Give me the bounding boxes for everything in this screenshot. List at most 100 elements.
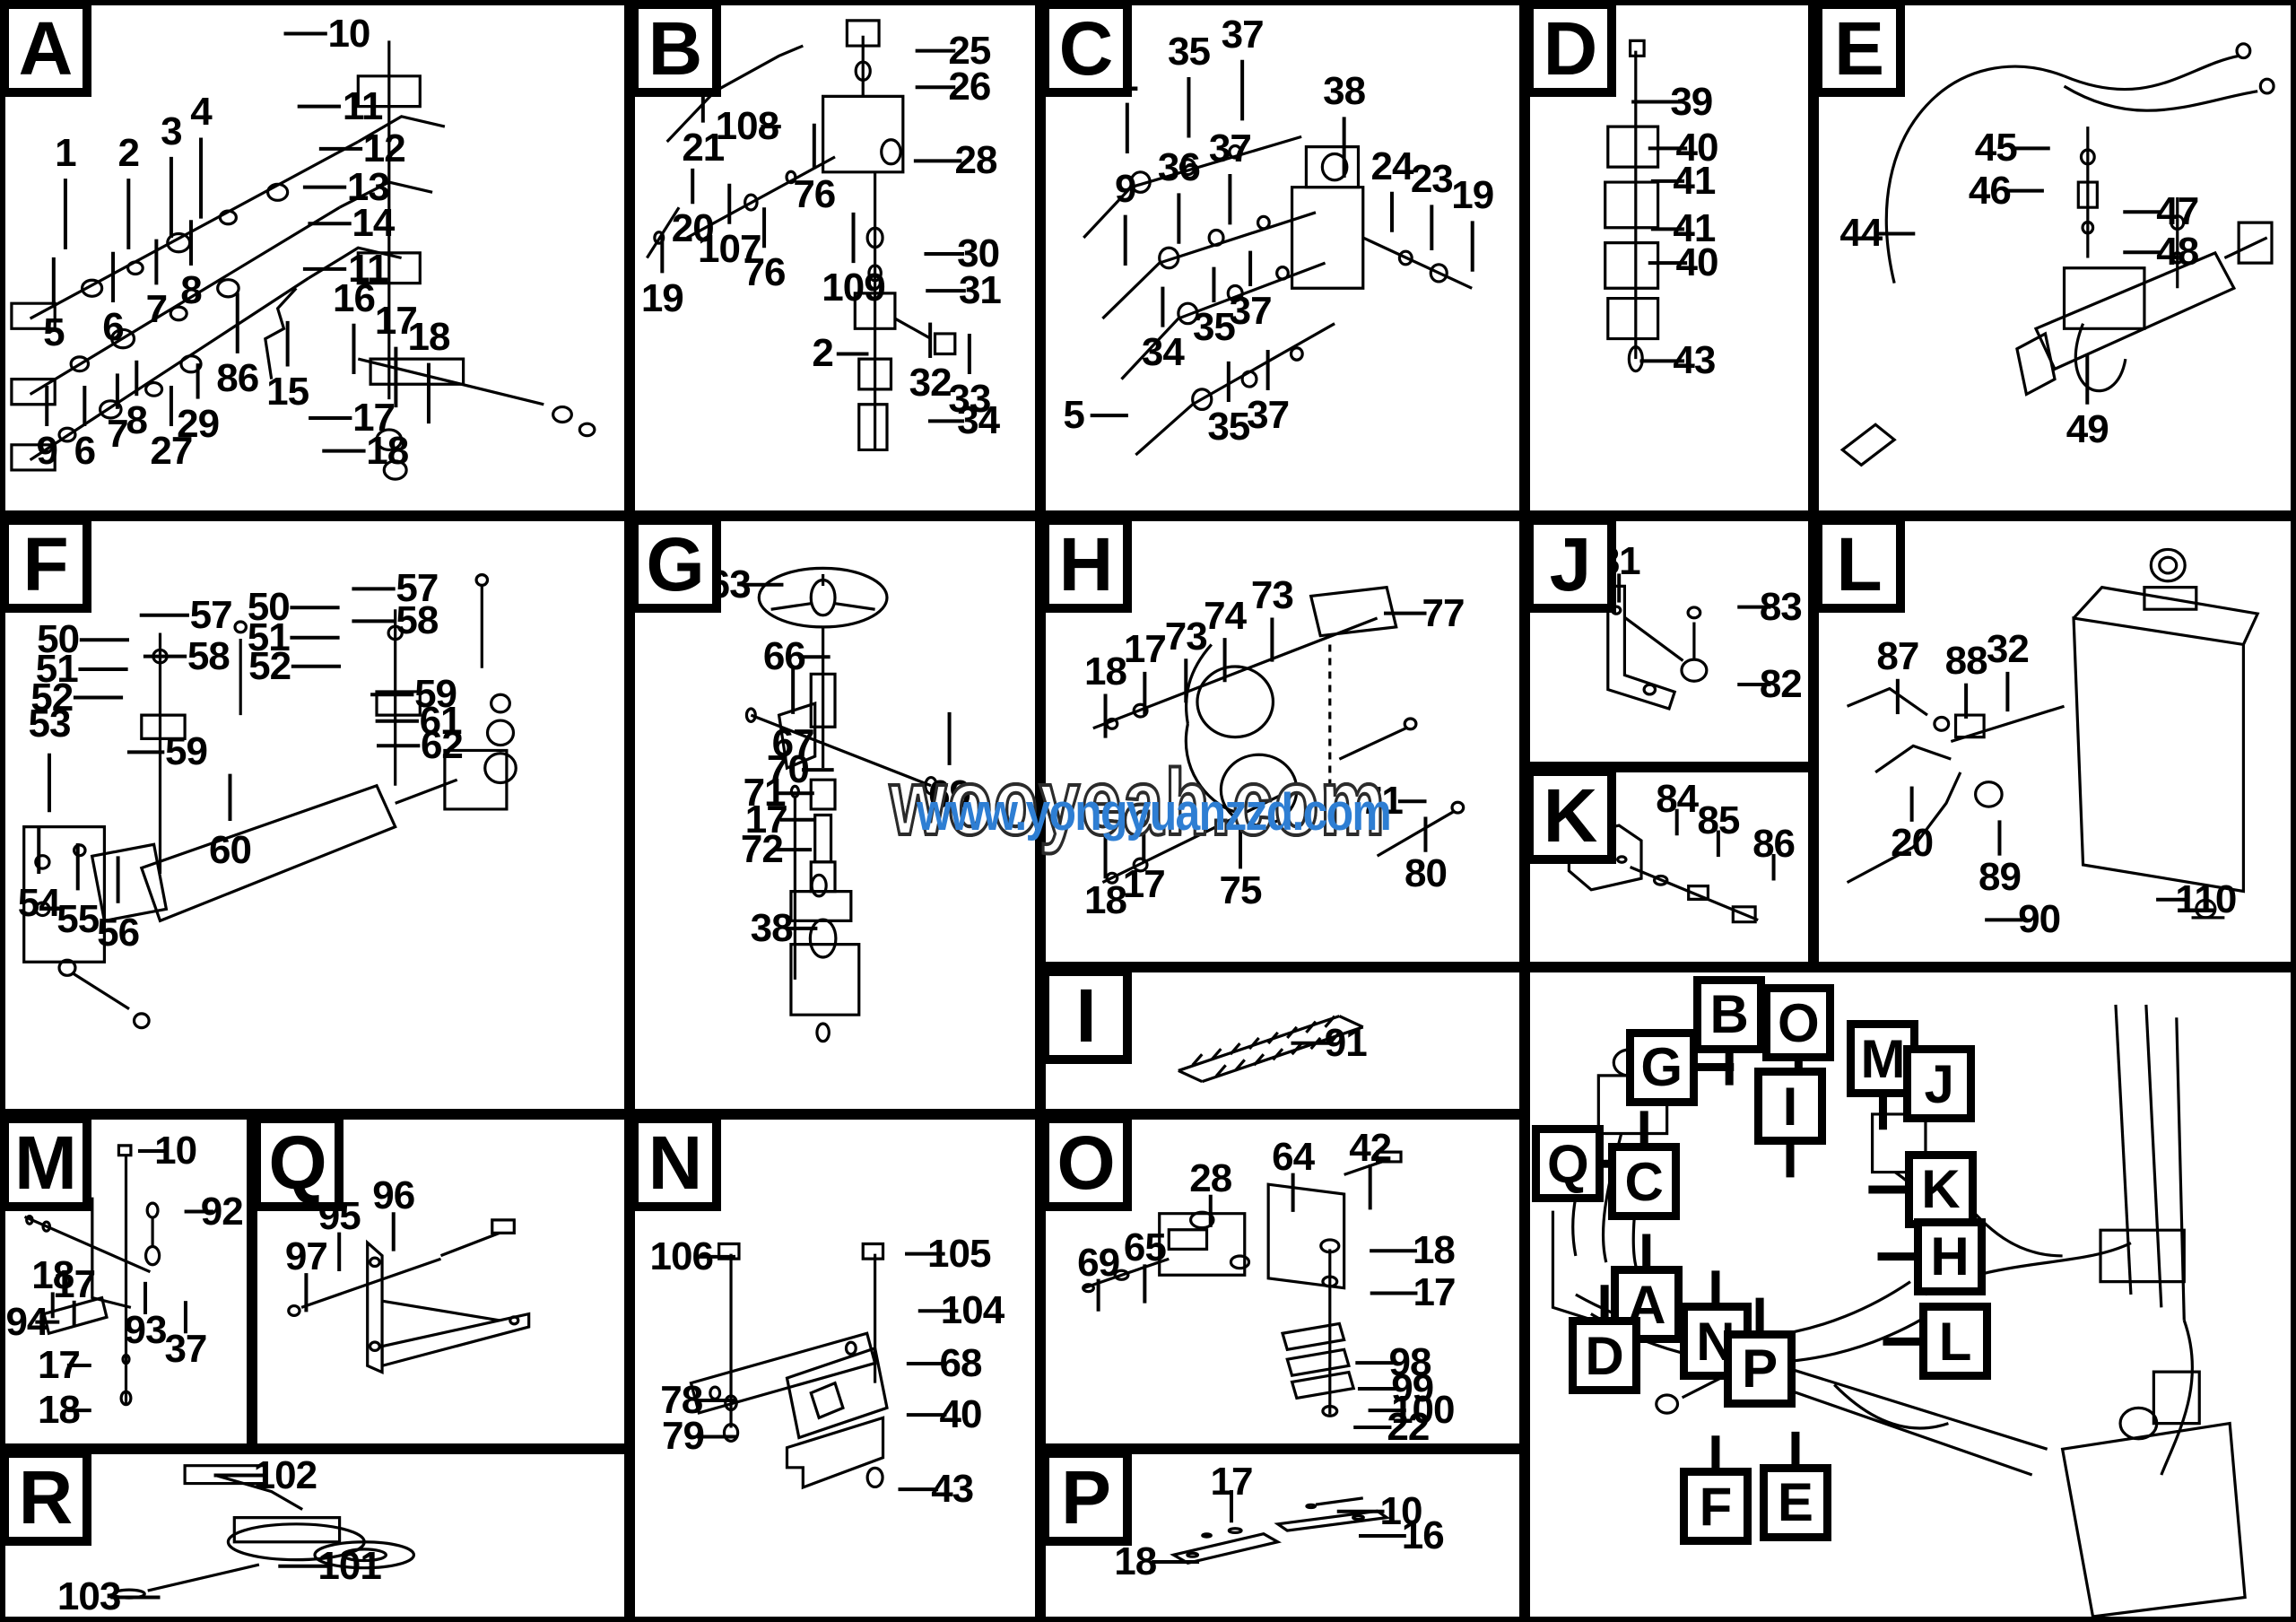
part-callout-22: 22	[1387, 1404, 1430, 1449]
part-callout-58: 58	[187, 633, 230, 678]
sketch-stroke	[1221, 754, 1296, 825]
part-callout-41: 41	[1673, 158, 1716, 203]
sketch-stroke	[234, 1518, 339, 1542]
sketch-stroke	[147, 1203, 158, 1217]
part-callout-106: 106	[649, 1234, 714, 1278]
sketch-stroke	[1102, 213, 1316, 318]
assembly-ref-I: I	[1754, 1068, 1827, 1146]
sketch-stroke	[1203, 1534, 1212, 1537]
sketch-stroke	[1624, 617, 1683, 660]
sketch-stroke	[1180, 160, 1195, 175]
sketch-stroke	[121, 1391, 131, 1404]
panel-N-sketch	[635, 1120, 1035, 1617]
sketch-stroke	[667, 46, 804, 142]
sketch-stroke	[1399, 251, 1412, 265]
panel-E-label: E	[1813, 0, 1905, 97]
part-callout-23: 23	[1410, 157, 1454, 202]
part-callout-24: 24	[1370, 144, 1413, 188]
sketch-stroke	[1292, 1043, 1302, 1054]
sketch-stroke	[724, 1425, 737, 1442]
panel-I-label: I	[1040, 967, 1132, 1064]
sketch-stroke	[817, 1024, 829, 1042]
sketch-stroke	[1212, 1049, 1222, 1060]
part-callout-108: 108	[715, 104, 779, 149]
sketch-stroke	[926, 778, 936, 794]
sketch-stroke	[1187, 644, 1212, 723]
part-callout-17: 17	[744, 797, 788, 842]
part-callout-18: 18	[31, 1253, 74, 1298]
part-callout-93: 93	[124, 1308, 168, 1352]
part-callout-8: 8	[126, 398, 149, 443]
sketch-stroke	[1258, 216, 1270, 229]
sketch-stroke	[746, 709, 755, 721]
sketch-stroke	[2153, 1372, 2199, 1423]
sketch-stroke	[185, 1466, 265, 1484]
part-callout-84: 84	[1656, 777, 1699, 822]
part-callout-35: 35	[1207, 405, 1250, 449]
sketch-stroke	[1169, 1230, 1206, 1250]
part-callout-28: 28	[954, 138, 998, 183]
part-callout-27: 27	[150, 429, 193, 474]
panel-J-sketch	[1530, 521, 1808, 762]
sketch-stroke	[1178, 1070, 1202, 1081]
sketch-stroke	[1452, 802, 1464, 813]
sketch-stroke	[1608, 586, 1674, 709]
part-callout-104: 104	[940, 1288, 1004, 1333]
part-callout-86: 86	[1752, 822, 1796, 867]
sketch-stroke	[1287, 1027, 1297, 1038]
sketch-stroke	[388, 626, 402, 639]
panel-L-label: L	[1813, 516, 1905, 613]
sketch-stroke	[488, 720, 514, 746]
sketch-stroke	[148, 1565, 259, 1591]
part-callout-54: 54	[17, 880, 61, 925]
sketch-stroke	[1268, 1184, 1344, 1288]
sketch-stroke	[235, 622, 246, 632]
assembly-ref-L: L	[1919, 1303, 1992, 1381]
sketch-stroke	[1102, 794, 1283, 882]
sketch-stroke	[1292, 187, 1363, 289]
sketch-stroke	[268, 184, 288, 200]
panel-D-sketch	[1530, 5, 1808, 510]
part-callout-100: 100	[1391, 1388, 1455, 1433]
assembly-ref-P: P	[1724, 1330, 1796, 1408]
part-callout-52: 52	[30, 675, 74, 719]
part-callout-73: 73	[1164, 614, 1208, 658]
panel-G-sketch	[635, 521, 1035, 1109]
sketch-stroke	[370, 1258, 380, 1266]
sketch-stroke	[100, 401, 121, 418]
sketch-stroke	[1191, 1212, 1213, 1227]
part-callout-38: 38	[750, 905, 794, 950]
sketch-stroke	[719, 1244, 739, 1260]
sketch-stroke	[1848, 689, 1927, 715]
sketch-stroke	[123, 1355, 129, 1363]
sketch-stroke	[74, 845, 85, 856]
part-callout-17: 17	[53, 1261, 96, 1306]
part-callout-62: 62	[420, 723, 464, 768]
sketch-stroke	[265, 288, 297, 379]
sketch-stroke	[2237, 44, 2250, 58]
sketch-stroke	[2171, 216, 2184, 230]
sketch-stroke	[358, 117, 445, 142]
part-callout-17: 17	[1413, 1270, 1456, 1315]
sketch-stroke	[492, 1220, 515, 1233]
sketch-stroke	[1344, 1162, 1382, 1174]
sketch-stroke	[779, 703, 815, 768]
part-callout-71: 71	[743, 771, 787, 815]
sketch-stroke	[1682, 659, 1707, 681]
sketch-stroke	[759, 568, 887, 627]
part-callout-47: 47	[2156, 189, 2199, 234]
part-callout-26: 26	[948, 65, 991, 109]
part-callout-19: 19	[640, 275, 684, 320]
part-callout-9: 9	[36, 429, 58, 474]
part-callout-18: 18	[1084, 877, 1127, 922]
part-callout-6: 6	[102, 305, 125, 350]
sketch-stroke	[43, 1222, 50, 1231]
sketch-stroke	[1273, 1049, 1283, 1060]
sketch-stroke	[2081, 150, 2094, 164]
sketch-stroke	[2065, 268, 2144, 329]
